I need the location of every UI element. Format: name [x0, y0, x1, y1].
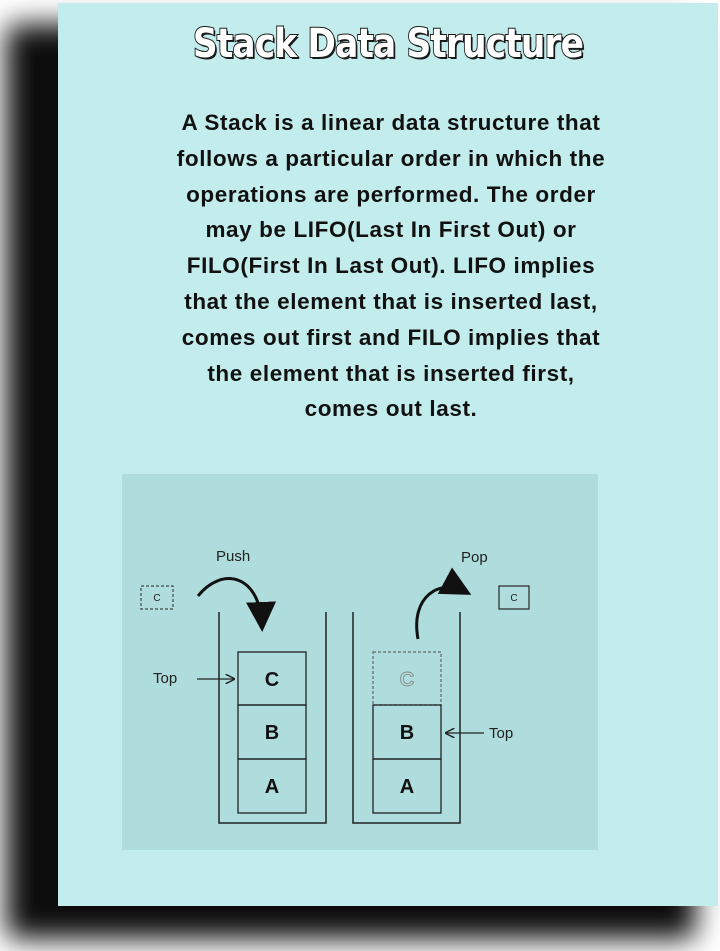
description-line: comes out first and FILO implies that [181, 324, 601, 350]
description-line: FILO(First In Last Out). LIFO implies [186, 253, 596, 279]
description-line: operations are performed. The order [186, 181, 596, 207]
push-stack-item: B [237, 704, 307, 760]
description-line: may be LIFO(Last In First Out) or [205, 217, 577, 243]
page-title: Stack Data Structure [192, 20, 585, 68]
description-line: comes out last. [304, 396, 478, 422]
description-line: A Stack is a linear data structure that [181, 110, 601, 135]
description-line: that the element that is inserted last, [184, 288, 598, 314]
stack-diagram-svg: Push C C B A Top Pop [140, 548, 530, 824]
pop-stack-container [352, 612, 461, 824]
stack-diagram: Push C C B A Top Pop [122, 474, 598, 850]
description-line: the element that is inserted first, [207, 360, 575, 386]
svg-text:A: A [400, 776, 414, 798]
pop-stack-ghost-item: C [372, 651, 442, 706]
svg-text:B: B [400, 722, 414, 744]
svg-text:A: A [265, 776, 279, 798]
push-stack-item: C [237, 651, 307, 706]
push-arrow [196, 577, 277, 632]
push-label: Push [216, 548, 250, 565]
push-top-label: Top [153, 670, 177, 687]
push-incoming-letter: C [153, 593, 160, 604]
pop-stack-item: B [372, 704, 442, 760]
push-stack-item: A [237, 758, 307, 814]
pop-top-label: Top [489, 725, 513, 742]
pop-arrow [415, 567, 472, 640]
description-line: follows a particular order in which the [176, 145, 606, 171]
pop-label: Pop [461, 549, 488, 566]
pop-outgoing-element: C [498, 585, 530, 610]
push-incoming-element: C [140, 585, 174, 610]
pop-stack-item: A [372, 758, 442, 814]
stack-description: A Stack is a linear data structure that … [116, 105, 666, 427]
push-stack-container [218, 612, 327, 824]
infographic-card: Stack Data Structure A Stack is a linear… [58, 3, 718, 906]
svg-text:C: C [265, 669, 279, 691]
pop-outgoing-letter: C [510, 593, 517, 604]
svg-text:B: B [265, 722, 279, 744]
svg-text:C: C [400, 669, 414, 691]
